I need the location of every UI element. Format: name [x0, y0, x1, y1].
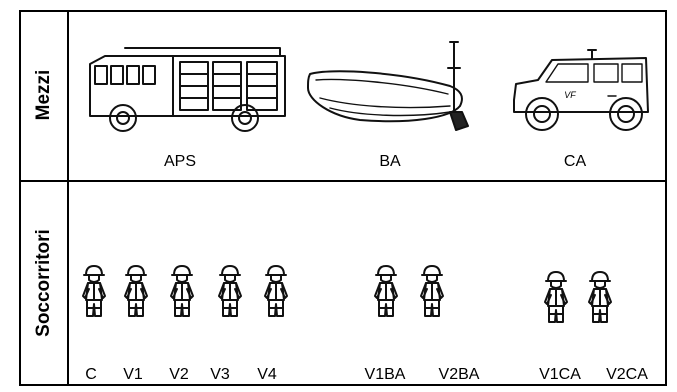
- rescuer-icon: [82, 266, 106, 318]
- rescuer-label-v1ca: V1CA: [539, 366, 581, 384]
- rescuer-label-v1ba: V1BA: [365, 366, 406, 384]
- rescuer-label-v1: V1: [123, 366, 143, 384]
- vehicle-decal: VF: [564, 90, 576, 100]
- rescuer-label-v3: V3: [210, 366, 230, 384]
- row-label-rescuers: Soccorritori: [33, 229, 55, 337]
- rescuer-label-c: C: [85, 366, 97, 384]
- rescuer-label-v2ba: V2BA: [439, 366, 480, 384]
- row-divider: [19, 180, 667, 182]
- rescuer-label-v2ca: V2CA: [606, 366, 648, 384]
- rescuer-label-v4: V4: [257, 366, 277, 384]
- column-divider: [67, 10, 69, 386]
- rescuer-icon: [544, 272, 568, 324]
- rescuer-icon: [420, 266, 444, 318]
- rescuer-icon: [124, 266, 148, 318]
- rescuer-icon: [264, 266, 288, 318]
- rubber-boat-icon: [300, 38, 490, 138]
- rescuer-icon: [588, 272, 612, 324]
- row-label-vehicles: Mezzi: [33, 70, 55, 121]
- rescuer-icon: [170, 266, 194, 318]
- rescuer-label-v2: V2: [169, 366, 189, 384]
- fire-truck-icon: [85, 40, 295, 140]
- vehicle-label-ba: BA: [379, 153, 400, 171]
- off-road-vehicle-icon: [508, 40, 658, 140]
- vehicle-label-ca: CA: [564, 153, 586, 171]
- vehicle-label-aps: APS: [164, 153, 196, 171]
- rescuer-icon: [374, 266, 398, 318]
- rescuer-icon: [218, 266, 242, 318]
